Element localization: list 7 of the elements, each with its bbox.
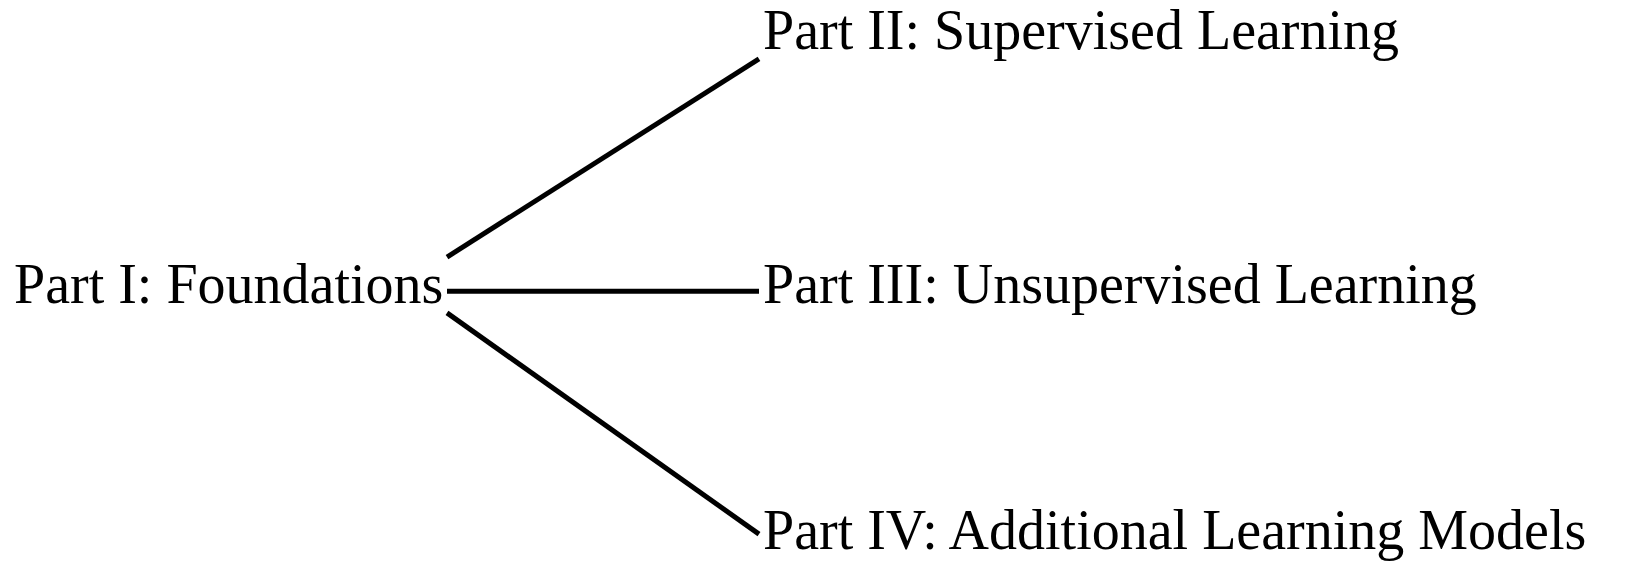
part-title: Part III: Unsupervised Learning — [763, 254, 1477, 316]
part-title: Part IV: Additional Learning Models — [763, 500, 1587, 562]
connector-line — [445, 310, 761, 537]
part-title: Part II: Supervised Learning — [763, 0, 1400, 62]
part-title: Part I: Foundations — [14, 254, 444, 316]
connector-line — [447, 288, 759, 294]
connector-line — [445, 56, 761, 260]
